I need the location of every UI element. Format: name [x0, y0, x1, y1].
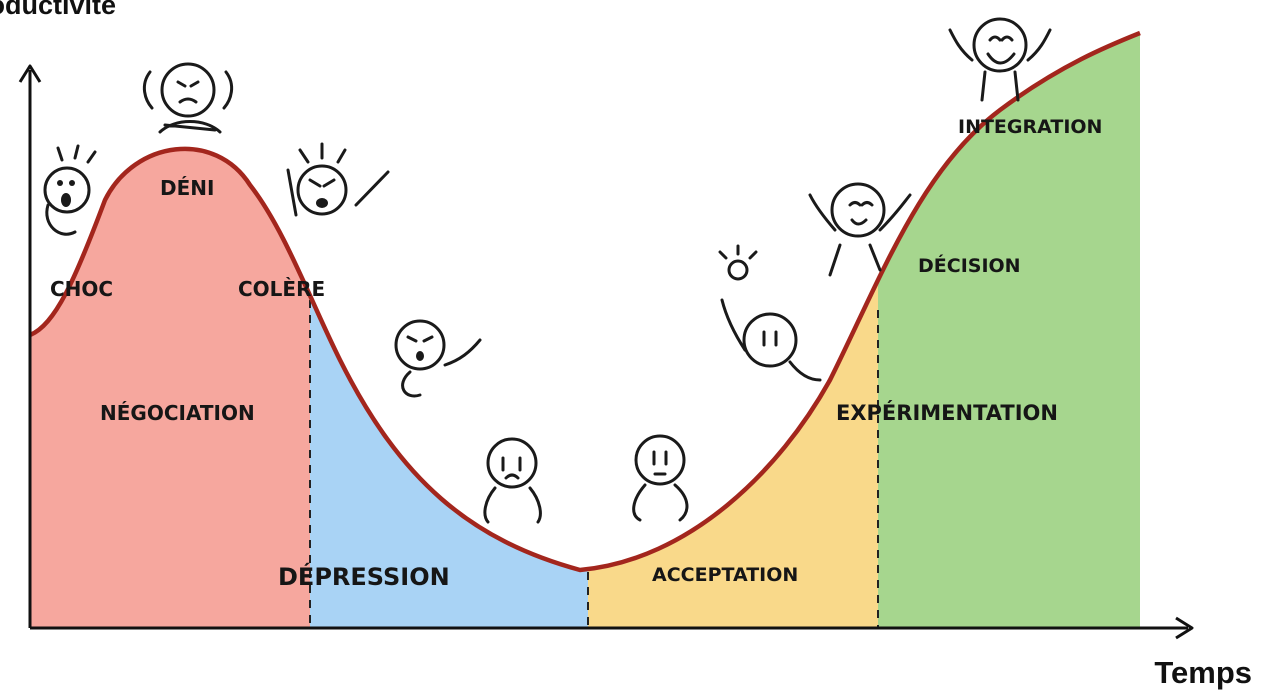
happy-face-icon [948, 17, 1052, 102]
change-curve [29, 30, 1141, 573]
zone-depression [310, 33, 588, 628]
label-colere: COLÈRE [238, 277, 325, 301]
label-depression: DÉPRESSION [278, 562, 450, 591]
x-axis-label: Temps [1154, 655, 1252, 690]
pleading-face-icon [394, 319, 482, 398]
y-axis-label: Productivité [0, 0, 116, 20]
lightbulb-face-icon [718, 244, 822, 382]
label-experimentation: EXPÉRIMENTATION [836, 400, 1058, 425]
thinking-face-icon [632, 434, 689, 522]
arms-crossed-face-icon [142, 62, 234, 134]
zone-acceptation [588, 33, 878, 628]
angry-face-icon [286, 142, 390, 217]
crying-face-icon [483, 437, 542, 524]
label-integration: INTEGRATION [958, 116, 1102, 138]
label-negociation: NÉGOCIATION [100, 401, 255, 425]
shocked-face-icon [43, 144, 97, 236]
axes [18, 64, 1194, 640]
label-decision: DÉCISION [918, 254, 1021, 277]
cheering-face-icon [808, 182, 912, 277]
label-choc: CHOC [50, 277, 113, 301]
label-deni: DÉNI [160, 176, 214, 200]
zone-integration [878, 33, 1140, 628]
label-acceptation: ACCEPTATION [652, 564, 798, 586]
